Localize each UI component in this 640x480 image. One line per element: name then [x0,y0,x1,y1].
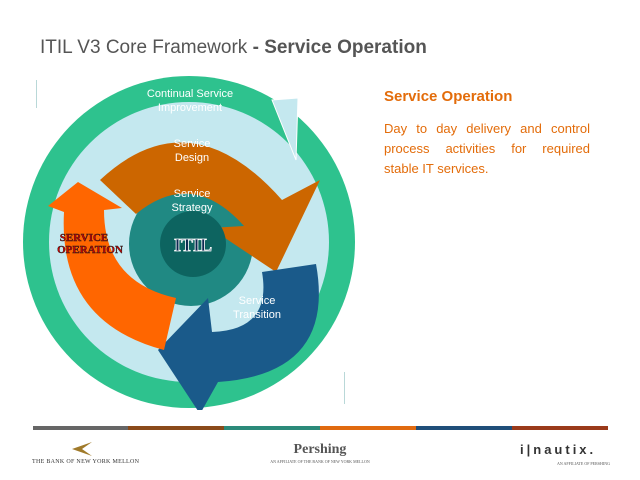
stage-transition-line1: Service [239,295,276,307]
panel-heading: Service Operation [384,88,513,105]
stage-design-line1: Service [174,138,211,150]
stage-operation-line2: OPERATION [57,244,123,256]
outer-ring-label-line2: Improvement [158,102,222,114]
footer-bar-segment [128,426,224,430]
service-operation-arrow [48,182,176,350]
slide-title-main: ITIL V3 Core Framework [40,37,248,58]
stage-design-line2: Design [175,152,209,164]
inautix-logo-name: i|nautix. [520,442,597,457]
pershing-logo-subtitle: AN AFFILIATE OF THE BANK OF NEW YORK MEL… [270,459,370,464]
divider-line-top [36,80,37,108]
pershing-logo-name: Pershing [293,442,347,457]
slide-title: ITIL V3 Core Framework - Service Operati… [40,37,427,59]
footer-bar-segment [224,426,320,430]
service-transition-arrow [158,264,319,410]
outer-ring-label-line1: Continual Service [147,88,233,100]
footer-color-bar [33,426,608,430]
bny-mellon-mark-icon [72,442,92,456]
footer-bar-segment [416,426,512,430]
stage-operation-line1: SERVICE [60,232,109,244]
bny-mellon-logo: THE BANK OF NEW YORK MELLON [32,442,144,468]
stage-strategy-line1: Service [174,188,211,200]
footer-bar-segment [512,426,608,430]
pershing-logo: Pershing AN AFFILIATE OF THE BANK OF NEW… [262,442,378,468]
inautix-logo-subtitle: AN AFFILIATE OF PERSHING [556,461,610,466]
stage-strategy-line2: Strategy [172,202,213,214]
footer-bar-segment [320,426,416,430]
stage-transition-line2: Transition [233,309,281,321]
bny-mellon-logo-text: THE BANK OF NEW YORK MELLON [32,459,140,465]
service-design-arrow [100,142,320,272]
continual-improvement-arrowhead [271,97,299,161]
slide-title-separator: - [252,37,259,58]
itil-center-label: ITIL [174,235,212,255]
inautix-logo: i|nautix. AN AFFILIATE OF PERSHING [520,442,610,468]
itil-lifecycle-diagram: Continual Service Improvement Service De… [23,76,355,410]
slide-title-strong: Service Operation [264,37,427,58]
itil-center [160,211,226,277]
divider-line-bottom [344,372,345,404]
panel-body: Day to day delivery and control process … [384,121,590,176]
footer-bar-segment [33,426,128,430]
